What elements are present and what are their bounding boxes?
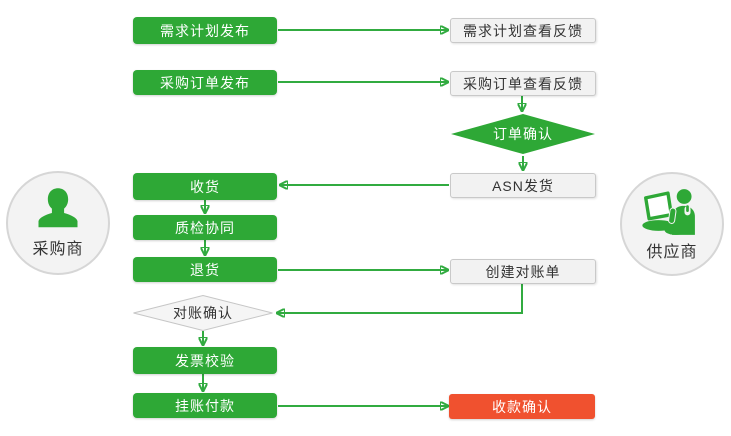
- buyer-person-icon: [32, 187, 84, 234]
- node-return-goods: 退货: [133, 257, 277, 282]
- node-invoice-check: 发票校验: [133, 347, 277, 374]
- node-demand-plan-feedback: 需求计划查看反馈: [450, 18, 596, 43]
- node-po-publish: 采购订单发布: [133, 70, 277, 95]
- node-order-confirm-label: 订单确认: [493, 126, 553, 142]
- node-asn-ship: ASN发货: [450, 173, 596, 198]
- edge-statement-to-confirm: [277, 284, 523, 313]
- node-quality-collab: 质检协同: [133, 215, 277, 240]
- node-statement-confirm: 对账确认: [133, 295, 273, 331]
- actor-buyer-label: 采购商: [32, 240, 84, 258]
- supplier-laptop-person-icon: [641, 187, 703, 237]
- node-book-payment: 挂账付款: [133, 393, 277, 418]
- actor-supplier-label: 供应商: [646, 243, 698, 261]
- actor-supplier: 供应商: [620, 172, 724, 276]
- node-receive: 收货: [133, 173, 277, 200]
- node-po-feedback: 采购订单查看反馈: [450, 71, 596, 96]
- node-create-statement: 创建对账单: [450, 259, 596, 284]
- node-demand-plan-publish: 需求计划发布: [133, 17, 277, 44]
- node-order-confirm: 订单确认: [451, 114, 595, 154]
- actor-buyer: 采购商: [6, 171, 110, 275]
- node-receipt-confirm: 收款确认: [449, 394, 595, 419]
- node-statement-confirm-label: 对账确认: [173, 305, 233, 321]
